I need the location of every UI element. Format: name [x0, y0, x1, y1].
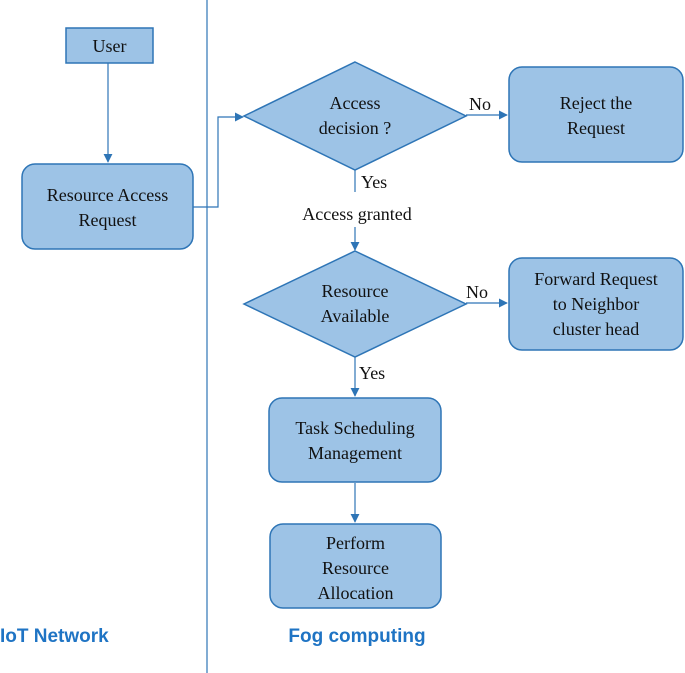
- node-task-scheduling-line-1: Task Scheduling: [295, 418, 414, 438]
- node-task-scheduling: Task Scheduling Management: [268, 397, 442, 483]
- node-user-label: User: [93, 36, 127, 56]
- node-resource-access-request-line-2: Request: [79, 210, 137, 230]
- edge-label-available-no: No: [466, 282, 488, 302]
- node-resource-available-line-1: Resource: [322, 281, 389, 301]
- node-forward-request: Forward Request to Neighbor cluster head: [508, 257, 684, 351]
- edge-label-access-yes: Yes: [361, 172, 387, 192]
- node-access-decision: Access decision ?: [242, 61, 468, 171]
- edge-label-access-no: No: [469, 94, 491, 114]
- edge-request-to-access-decision: [193, 112, 244, 208]
- node-forward-request-line-3: cluster head: [553, 319, 639, 339]
- node-reject-request: Reject the Request: [508, 66, 684, 163]
- node-reject-request-line-2: Request: [567, 118, 625, 138]
- node-resource-available: Resource Available: [242, 250, 468, 358]
- edge-label-access-granted: Access granted: [302, 204, 411, 224]
- node-perform-allocation: Perform Resource Allocation: [269, 523, 442, 609]
- node-forward-request-line-2: to Neighbor: [553, 294, 639, 314]
- node-user: User: [65, 27, 154, 64]
- region-label-fog-computing: Fog computing: [288, 626, 425, 647]
- node-forward-request-line-1: Forward Request: [534, 269, 657, 289]
- region-label-iot-network: IoT Network: [0, 626, 109, 647]
- node-perform-allocation-line-2: Resource: [322, 558, 389, 578]
- node-perform-allocation-line-1: Perform: [326, 533, 385, 553]
- node-task-scheduling-line-2: Management: [308, 443, 402, 463]
- node-reject-request-line-1: Reject the: [560, 93, 632, 113]
- node-access-decision-line-2: decision ?: [319, 118, 391, 138]
- node-resource-available-line-2: Available: [321, 306, 390, 326]
- node-access-decision-line-1: Access: [330, 93, 381, 113]
- edge-label-available-yes: Yes: [359, 363, 385, 383]
- node-perform-allocation-line-3: Allocation: [318, 583, 394, 603]
- node-resource-access-request-line-1: Resource Access: [47, 185, 168, 205]
- node-resource-access-request: Resource Access Request: [21, 163, 194, 250]
